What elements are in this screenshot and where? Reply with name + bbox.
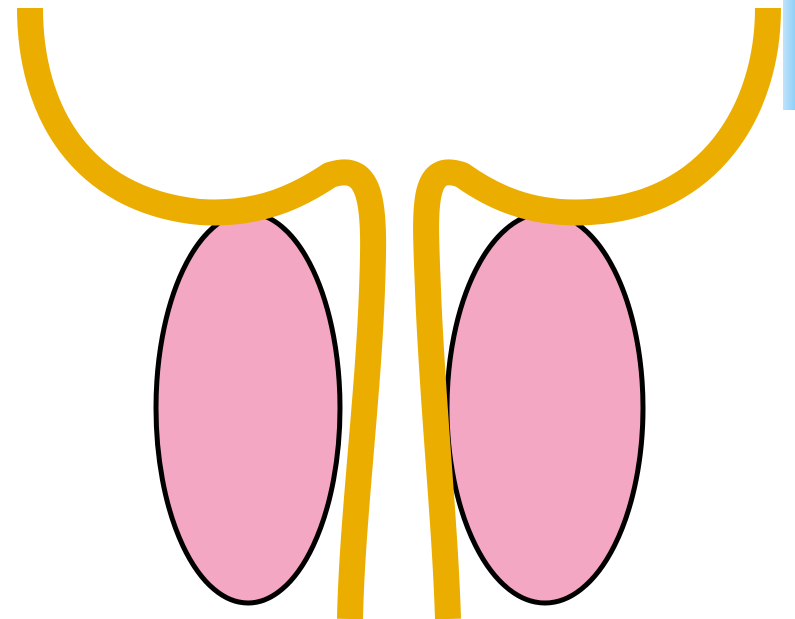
edge-accent <box>783 0 795 110</box>
right-oval <box>447 213 643 603</box>
left-oval <box>156 213 340 603</box>
